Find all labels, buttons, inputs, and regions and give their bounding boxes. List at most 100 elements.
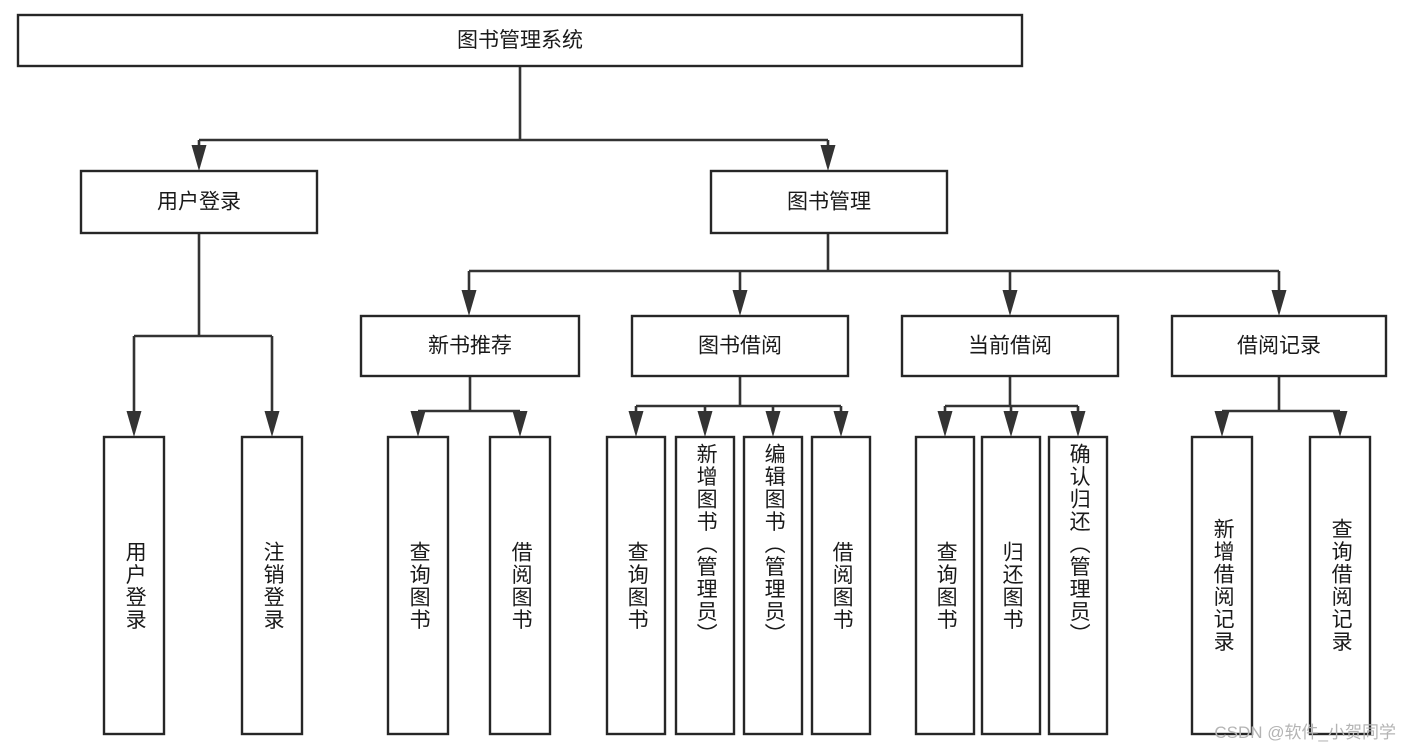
node-user-login[interactable]: 用户登录 xyxy=(79,169,319,235)
node-leaf-borrow-query-book[interactable]: 查询图书 xyxy=(605,435,667,736)
node-box[interactable] xyxy=(709,169,949,235)
node-borrow-record[interactable]: 借阅记录 xyxy=(1170,314,1388,378)
node-box[interactable] xyxy=(980,435,1042,736)
node-label-box: 借阅图书 xyxy=(812,437,870,734)
node-box[interactable] xyxy=(386,435,450,736)
node-box[interactable] xyxy=(102,435,166,736)
node-label-box: 编辑图书（管理员） xyxy=(744,437,802,734)
connector-group-bus-root xyxy=(191,66,836,171)
arrow-head-icon xyxy=(937,411,953,437)
node-book-manage[interactable]: 图书管理 xyxy=(709,169,949,235)
arrow-head-icon xyxy=(1332,411,1348,437)
node-root[interactable]: 图书管理系统 xyxy=(16,13,1024,68)
node-leaf-user-login[interactable]: 用户登录 xyxy=(102,435,166,736)
node-label: 借阅图书 xyxy=(830,540,854,631)
arrow-head-icon xyxy=(264,411,280,437)
node-label-wrap: 新增图书（管理员） xyxy=(676,437,734,734)
node-label-box: 查询图书 xyxy=(388,437,448,734)
node-label: 图书借阅 xyxy=(698,335,782,358)
node-leaf-cur-query-book[interactable]: 查询图书 xyxy=(914,435,976,736)
node-label: 当前借阅 xyxy=(968,335,1052,358)
arrow-head-icon xyxy=(732,290,748,316)
arrow-head-icon xyxy=(410,411,426,437)
arrow-head-icon xyxy=(1003,411,1019,437)
arrow-head-icon xyxy=(1070,411,1086,437)
connector-group-bus-book-manage xyxy=(461,233,1287,316)
node-label-wrap: 编辑图书（管理员） xyxy=(744,437,802,734)
node-label: 借阅图书 xyxy=(509,540,533,631)
node-box[interactable] xyxy=(359,314,581,378)
arrow-head-icon xyxy=(697,411,713,437)
node-label: 确认归还（管理员） xyxy=(1067,443,1091,646)
node-label: 新增图书（管理员） xyxy=(694,443,718,646)
arrow-head-icon xyxy=(191,145,207,171)
node-box[interactable] xyxy=(240,435,304,736)
connector-layer xyxy=(126,66,1348,437)
node-label-box: 新增图书（管理员） xyxy=(676,437,734,734)
node-label: 借阅记录 xyxy=(1237,335,1321,358)
node-leaf-user-logout[interactable]: 注销登录 xyxy=(240,435,304,736)
arrow-head-icon xyxy=(1271,290,1287,316)
node-label-box: 查询借阅记录 xyxy=(1310,437,1370,734)
node-book-borrow[interactable]: 图书借阅 xyxy=(630,314,850,378)
node-leaf-return-book[interactable]: 归还图书 xyxy=(980,435,1042,736)
node-label-wrap: 新增借阅记录 xyxy=(1192,437,1252,734)
node-label: 查询借阅记录 xyxy=(1329,518,1353,653)
node-label: 图书管理 xyxy=(787,191,871,214)
node-current-borrow[interactable]: 当前借阅 xyxy=(900,314,1120,378)
node-label: 用户登录 xyxy=(157,191,241,214)
node-label-box: 查询图书 xyxy=(916,437,974,734)
node-leaf-query-borrow-record[interactable]: 查询借阅记录 xyxy=(1308,435,1372,736)
node-leaf-confirm-return-admin[interactable]: 确认归还（管理员） xyxy=(1047,435,1109,736)
node-box[interactable] xyxy=(488,435,552,736)
node-box[interactable] xyxy=(1190,435,1254,736)
node-label-wrap: 归还图书 xyxy=(982,437,1040,734)
connector-group-bus-user-login xyxy=(126,233,280,437)
node-box[interactable] xyxy=(16,13,1024,68)
node-label: 注销登录 xyxy=(261,540,285,631)
node-label-wrap: 查询图书 xyxy=(388,437,448,734)
csdn-watermark: CSDN @软件_小贺同学 xyxy=(1214,723,1396,742)
node-new-book-rec[interactable]: 新书推荐 xyxy=(359,314,581,378)
arrow-head-icon xyxy=(833,411,849,437)
arrow-head-icon xyxy=(628,411,644,437)
node-leaf-borrow-book[interactable]: 借阅图书 xyxy=(810,435,872,736)
node-label-box: 注销登录 xyxy=(242,437,302,734)
node-label: 新书推荐 xyxy=(428,335,512,358)
node-box[interactable] xyxy=(742,435,804,736)
node-label-box: 查询图书 xyxy=(607,437,665,734)
node-box[interactable] xyxy=(630,314,850,378)
node-box[interactable] xyxy=(1047,435,1109,736)
arrow-head-icon xyxy=(1214,411,1230,437)
node-box[interactable] xyxy=(900,314,1120,378)
node-box[interactable] xyxy=(1308,435,1372,736)
node-label: 查询图书 xyxy=(407,540,431,631)
node-box[interactable] xyxy=(605,435,667,736)
connector-group-bus-book-borrow xyxy=(628,376,849,437)
node-leaf-add-book-admin[interactable]: 新增图书（管理员） xyxy=(674,435,736,736)
node-label-wrap: 用户登录 xyxy=(123,541,146,631)
node-label-wrap: 确认归还（管理员） xyxy=(1049,437,1107,734)
node-label-wrap: 查询图书 xyxy=(607,437,665,734)
node-box[interactable] xyxy=(1170,314,1388,378)
node-box[interactable] xyxy=(674,435,736,736)
node-leaf-add-borrow-record[interactable]: 新增借阅记录 xyxy=(1190,435,1254,736)
connector-group-bus-borrow-record xyxy=(1214,376,1348,437)
node-label-wrap: 查询图书 xyxy=(916,437,974,734)
arrow-head-icon xyxy=(126,411,142,437)
node-label-box: 归还图书 xyxy=(982,437,1040,734)
node-label: 图书管理系统 xyxy=(457,29,583,52)
node-box[interactable] xyxy=(810,435,872,736)
node-label-box: 确认归还（管理员） xyxy=(1049,437,1107,734)
node-box[interactable] xyxy=(914,435,976,736)
arrow-head-icon xyxy=(512,411,528,437)
node-leaf-rec-borrow-book[interactable]: 借阅图书 xyxy=(488,435,552,736)
node-label-box: 新增借阅记录 xyxy=(1192,437,1252,734)
node-box[interactable] xyxy=(79,169,319,235)
node-label: 编辑图书（管理员） xyxy=(762,443,786,646)
arrow-head-icon xyxy=(461,290,477,316)
connector-group-bus-current-borrow xyxy=(937,376,1086,437)
node-leaf-rec-query-book[interactable]: 查询图书 xyxy=(386,435,450,736)
node-leaf-edit-book-admin[interactable]: 编辑图书（管理员） xyxy=(742,435,804,736)
